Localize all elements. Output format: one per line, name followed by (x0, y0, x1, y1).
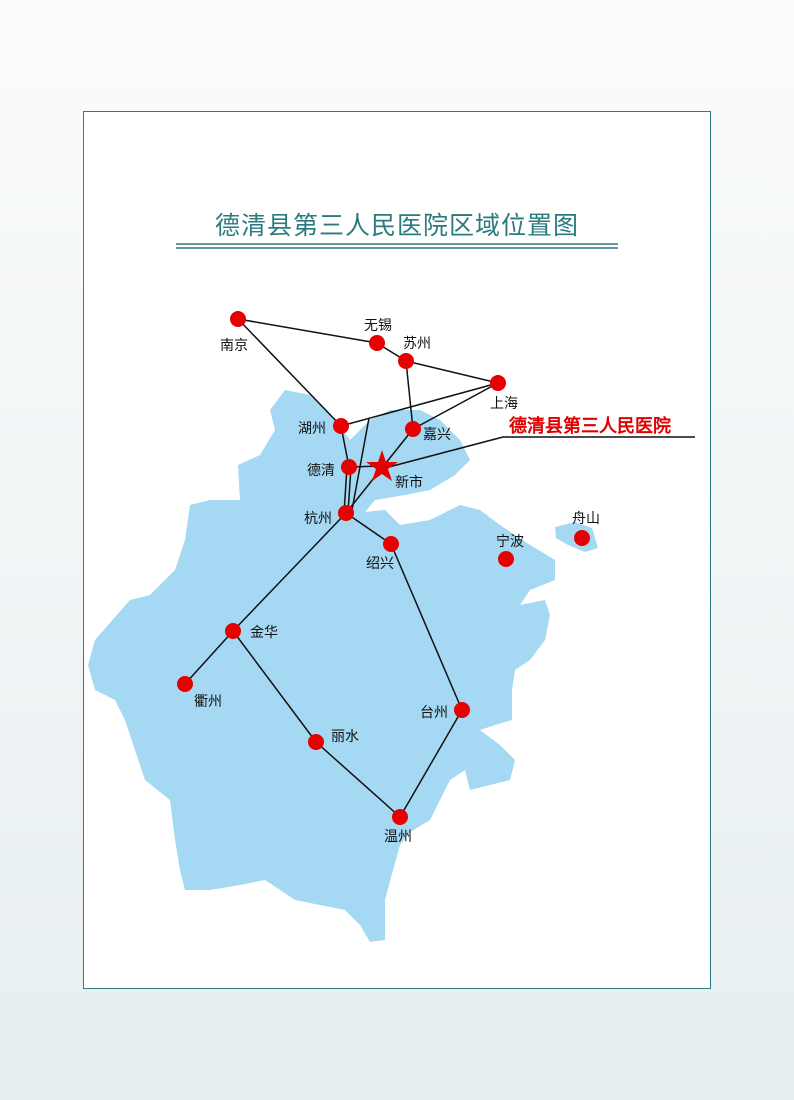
label-xinshi: 新市 (395, 474, 423, 491)
city-marker-wenzhou[interactable] (392, 809, 408, 825)
city-marker-deqing[interactable] (341, 459, 357, 475)
label-suzhou: 苏州 (403, 336, 431, 352)
label-jiaxing: 嘉兴 (423, 427, 451, 443)
label-nanjing: 南京 (220, 338, 248, 354)
city-marker-shaoxing[interactable] (383, 536, 399, 552)
label-quzhou: 衢州 (194, 693, 222, 710)
city-marker-hangzhou[interactable] (338, 505, 354, 521)
city-marker-jinhua[interactable] (225, 623, 241, 639)
city-marker-shanghai[interactable] (490, 375, 506, 391)
label-wenzhou: 温州 (384, 829, 412, 845)
city-marker-lishui[interactable] (308, 734, 324, 750)
city-marker-nanjing[interactable] (230, 311, 246, 327)
city-marker-ningbo[interactable] (498, 551, 514, 567)
label-ningbo: 宁波 (496, 533, 524, 550)
label-wuxi: 无锡 (364, 318, 392, 334)
map-title: 德清县第三人民医院区域位置图 (215, 211, 579, 240)
city-marker-wuxi[interactable] (369, 335, 385, 351)
label-shaoxing: 绍兴 (366, 556, 394, 572)
city-marker-suzhou[interactable] (398, 353, 414, 369)
label-deqing: 德清 (307, 463, 335, 479)
hospital-star-icon[interactable] (366, 450, 398, 481)
city-markers (177, 311, 590, 825)
hospital-callout[interactable]: 德清县第三人民医院 (509, 415, 671, 437)
label-lishui: 丽水 (331, 729, 359, 745)
label-taizhou: 台州 (420, 705, 448, 721)
city-marker-quzhou[interactable] (177, 676, 193, 692)
label-hangzhou: 杭州 (304, 511, 332, 527)
city-marker-zhoushan[interactable] (574, 530, 590, 546)
label-huzhou: 湖州 (298, 421, 326, 437)
label-jinhua: 金华 (250, 625, 278, 641)
city-marker-huzhou[interactable] (333, 418, 349, 434)
label-zhoushan: 舟山 (572, 511, 600, 527)
zhejiang-land (88, 390, 555, 942)
city-marker-jiaxing[interactable] (405, 421, 421, 437)
city-marker-taizhou[interactable] (454, 702, 470, 718)
label-shanghai: 上海 (490, 396, 518, 412)
